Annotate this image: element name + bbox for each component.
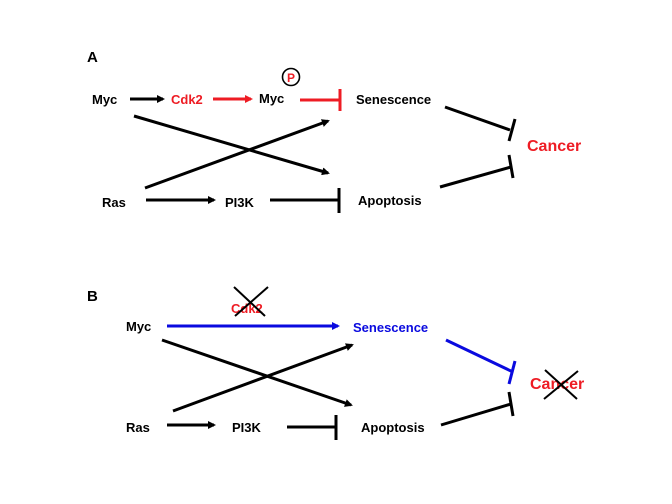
cdk2-knocked-out: Cdk2 — [231, 286, 269, 317]
node-myc-phosphorylated: Myc — [259, 91, 284, 106]
edge-myc-to-apoptosis — [161, 338, 353, 407]
panel-a: A Myc Cdk2 Myc P Senescence Ras PI3K Apo… — [87, 49, 581, 213]
node-ras: Ras — [102, 195, 126, 210]
phospho-label: P — [287, 71, 295, 85]
cross-out-icon — [234, 286, 269, 317]
phospho-circle — [281, 67, 301, 87]
panel-a-label: A — [87, 49, 98, 66]
edge-apoptosis-inhibits-cancer — [439, 154, 515, 189]
edge-senescence-inhibits-cancer — [445, 338, 517, 385]
node-pi3k: PI3K — [232, 420, 262, 435]
edge-myc-to-apoptosis — [133, 114, 330, 176]
node-senescence: Senescence — [353, 320, 428, 335]
node-senescence: Senescence — [356, 92, 431, 107]
edge-ras-to-senescence — [144, 119, 330, 190]
node-myc: Myc — [92, 92, 117, 107]
edge-ras-to-senescence — [172, 343, 354, 413]
cancer-abolished: Cancer — [530, 369, 584, 400]
node-cancer-crossed: Cancer — [530, 376, 584, 393]
cross-out-icon — [233, 286, 266, 317]
node-apoptosis: Apoptosis — [358, 193, 422, 208]
panel-b: B Myc Cdk2 Senescence Ras PI3K Apoptosis… — [87, 286, 584, 440]
node-cancer: Cancer — [527, 138, 581, 155]
node-apoptosis: Apoptosis — [361, 420, 425, 435]
edge-senescence-inhibits-cancer — [444, 105, 517, 142]
node-myc: Myc — [126, 319, 151, 334]
node-ras: Ras — [126, 420, 150, 435]
node-cdk2: Cdk2 — [171, 92, 203, 107]
cross-out-icon — [543, 370, 579, 400]
edge-pi3k-inhibits-apoptosis — [287, 415, 338, 440]
edge-myc-inhibits-senescence — [300, 89, 342, 111]
phospho-badge: P — [281, 67, 301, 87]
edge-pi3k-inhibits-apoptosis — [270, 188, 341, 213]
node-pi3k: PI3K — [225, 195, 255, 210]
panel-b-label: B — [87, 288, 98, 305]
edge-apoptosis-inhibits-cancer — [440, 391, 515, 427]
